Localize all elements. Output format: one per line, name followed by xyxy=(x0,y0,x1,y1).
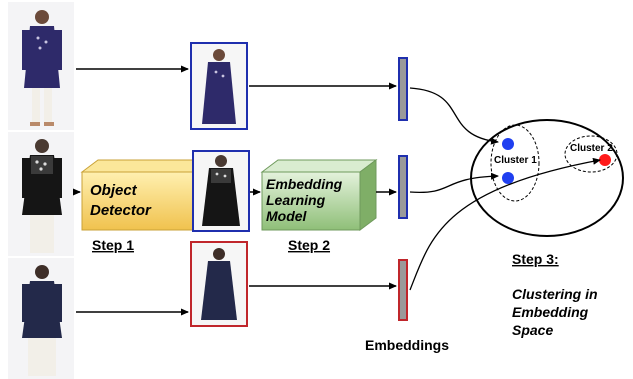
embedding-model-label-line3: Model xyxy=(266,208,308,224)
step-2-label: Step 2 xyxy=(288,237,330,253)
step-3-caption-line3: Space xyxy=(512,322,553,338)
source-image-3 xyxy=(8,258,74,379)
embedding-vector-3 xyxy=(398,259,408,321)
object-detector-label-line1: Object xyxy=(90,182,138,199)
cluster-1-boundary xyxy=(490,124,540,202)
step-3-label: Step 3: xyxy=(512,251,559,267)
cluster-1-point-b xyxy=(502,172,514,184)
object-detector-label-line2: Detector xyxy=(90,202,152,219)
embedding-vector-1 xyxy=(398,57,408,121)
embeddings-label: Embeddings xyxy=(365,337,449,353)
embedding-model-block: Embedding Learning Model xyxy=(260,159,378,231)
embedding-model-label-line1: Embedding xyxy=(266,176,343,192)
cluster-1-point-a xyxy=(502,138,514,150)
mapping-curves xyxy=(409,87,601,291)
cropped-image-2 xyxy=(192,150,250,232)
curve-vector2-to-cluster1 xyxy=(409,172,499,194)
cluster-2-label: Cluster 2 xyxy=(570,143,613,154)
step-1-label: Step 1 xyxy=(92,237,134,253)
embedding-model-label-line2: Learning xyxy=(266,192,326,208)
curve-vector3-to-cluster2 xyxy=(409,157,601,291)
step-3-caption-line2: Embedding xyxy=(512,304,589,320)
embedding-vector-2 xyxy=(398,155,408,219)
curve-vector1-to-cluster1 xyxy=(409,87,499,145)
cropped-image-3 xyxy=(190,241,248,327)
source-image-2 xyxy=(8,132,74,256)
cluster-2-boundary xyxy=(564,135,618,173)
source-image-1 xyxy=(8,2,74,130)
step-3-caption-line1: Clustering in xyxy=(512,286,598,302)
cropped-image-1 xyxy=(190,42,248,130)
flow-arrows xyxy=(73,65,397,316)
embedding-space: Cluster 1 Cluster 2 xyxy=(470,119,624,237)
cluster-1-label: Cluster 1 xyxy=(494,155,537,166)
cluster-2-point xyxy=(599,154,611,166)
